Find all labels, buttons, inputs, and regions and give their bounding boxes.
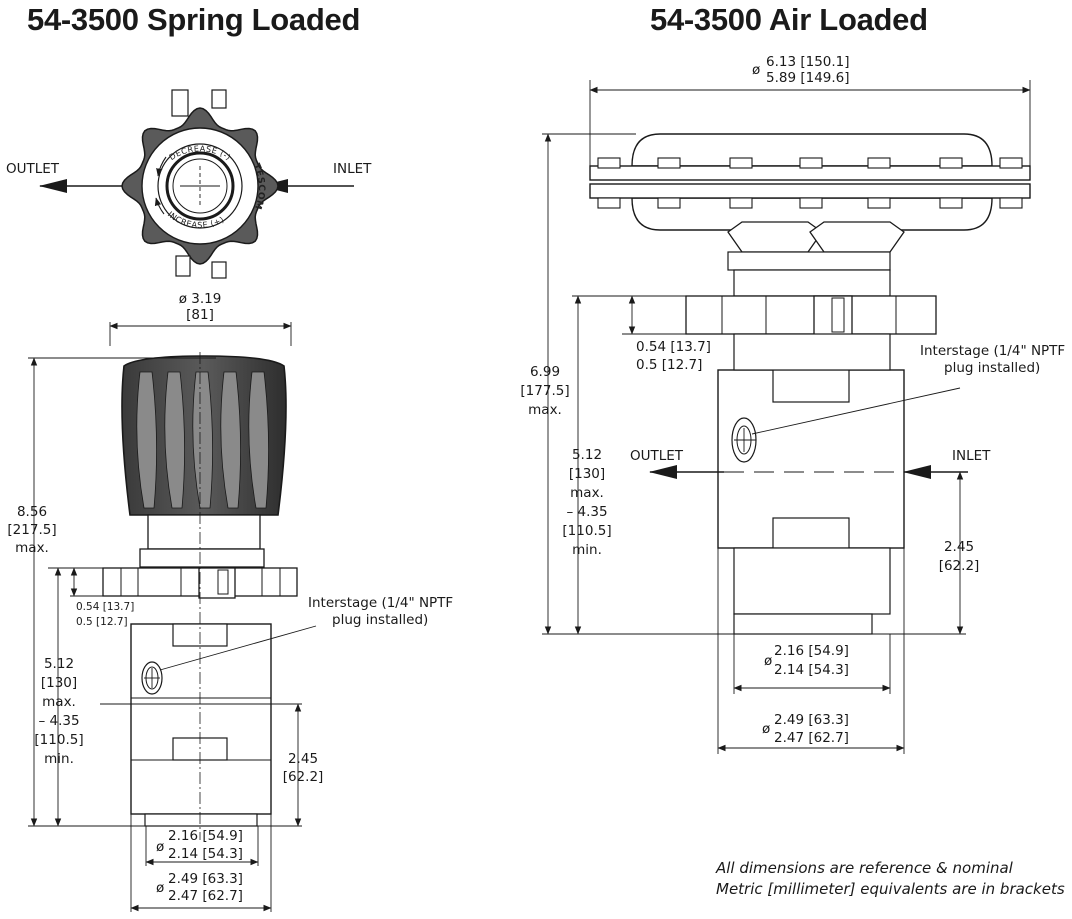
air-dimension-lines [542,80,1031,754]
spring-knob-dia-mm: [81] [186,307,214,323]
air-dia-top-phi: ø [752,62,761,78]
air-body-max-mm: [130] [568,466,606,482]
air-outlet-label: OUTLET [630,448,684,464]
air-body-min-in: – 4.35 [566,504,608,520]
air-height-in: 6.99 [529,364,561,380]
spring-inlet-label: INLET [333,161,372,177]
spring-port-h-in: 2.45 [287,751,319,767]
air-dia-inner-phi: ø [764,653,773,669]
footnote-reference: All dimensions are reference & nominal [716,859,1013,877]
spring-knob-top-view [39,89,354,279]
air-loaded-title: 54-3500 Air Loaded [650,2,928,37]
spring-body-min-mm: [110.5] [34,732,84,748]
dome-bolt-head [597,157,621,169]
footnote-metric: Metric [millimeter] equivalents are in b… [716,880,1065,898]
spring-side-view [28,352,302,840]
air-body-min-note: min. [572,542,602,558]
air-body-max-in: 5.12 [571,447,603,463]
dome-bolt-head [999,197,1023,209]
air-port-h-in: 2.45 [943,539,975,555]
spring-dia-inner-phi: ø [156,839,165,855]
dome-bolt-head [729,157,753,169]
air-dia-inner-1: 2.16 [54.9] [774,643,849,659]
dome-bolt-head [597,197,621,209]
dome-bolt-head [729,197,753,209]
spring-outlet-label: OUTLET [6,161,60,177]
air-body-max-note: max. [570,485,604,501]
spring-body-max-note: max. [42,694,76,710]
dome-bolt-head [799,197,823,209]
air-dia-top-1: 6.13 [150.1] [766,54,850,70]
dome-bolt-head [939,197,963,209]
spring-dia-inner-1: 2.16 [54.9] [168,828,243,844]
spring-body-max-in: 5.12 [43,656,75,672]
air-interstage-line1: Interstage (1/4" NPTF [920,343,1066,359]
air-flange-a: 0.54 [13.7] [636,339,711,355]
knob-flute [164,371,185,509]
dome-bolt-head [939,157,963,169]
knob-flute [192,371,213,509]
air-flange-b: 0.5 [12.7] [636,357,703,373]
spring-dia-outer-1: 2.49 [63.3] [168,871,243,887]
air-height-note: max. [528,402,562,418]
spring-port-h-mm: [62.2] [282,769,324,785]
knob-flute [220,371,241,509]
dome-bolt-head [867,157,891,169]
air-body-min-mm: [110.5] [562,523,612,539]
spring-dia-inner-2: 2.14 [54.3] [168,846,243,862]
spring-height-mm: [217.5] [7,522,57,538]
air-dia-outer-phi: ø [762,721,771,737]
air-interstage-line2: plug installed) [944,360,1041,376]
dome-bolt-head [867,197,891,209]
air-dia-top-2: 5.89 [149.6] [766,70,850,86]
air-dia-outer-2: 2.47 [62.7] [774,730,849,746]
spring-dimension-lines [28,357,317,912]
spring-height-in: 8.56 [16,504,48,520]
spring-body-min-in: – 4.35 [38,713,80,729]
knob-flute [248,371,269,509]
spring-dia-outer-phi: ø [156,880,165,896]
spring-body-max-mm: [130] [40,675,78,691]
air-dia-inner-2: 2.14 [54.3] [774,662,849,678]
air-side-view [542,133,1031,635]
spring-knob-diameter-dim [109,322,292,346]
spring-flange-b: 0.5 [12.7] [76,616,128,628]
spring-loaded-title: 54-3500 Spring Loaded [27,2,361,37]
spring-knob-dia-in: ø 3.19 [178,291,222,307]
air-height-mm: [177.5] [520,383,570,399]
spring-dia-outer-2: 2.47 [62.7] [168,888,243,904]
spring-flange-a: 0.54 [13.7] [76,601,135,613]
dome-bolt-head [999,157,1023,169]
spring-interstage-line1: Interstage (1/4" NPTF [308,595,454,611]
dome-bolt-head [657,197,681,209]
air-port-h-mm: [62.2] [938,558,980,574]
spring-height-note: max. [15,540,49,556]
dome-bolt-head [657,157,681,169]
knob-flute [136,371,157,509]
air-dia-outer-1: 2.49 [63.3] [774,712,849,728]
air-inlet-label: INLET [952,448,991,464]
dome-bolt-head [799,157,823,169]
spring-interstage-line2: plug installed) [332,612,429,628]
spring-body-min-note: min. [44,751,74,767]
